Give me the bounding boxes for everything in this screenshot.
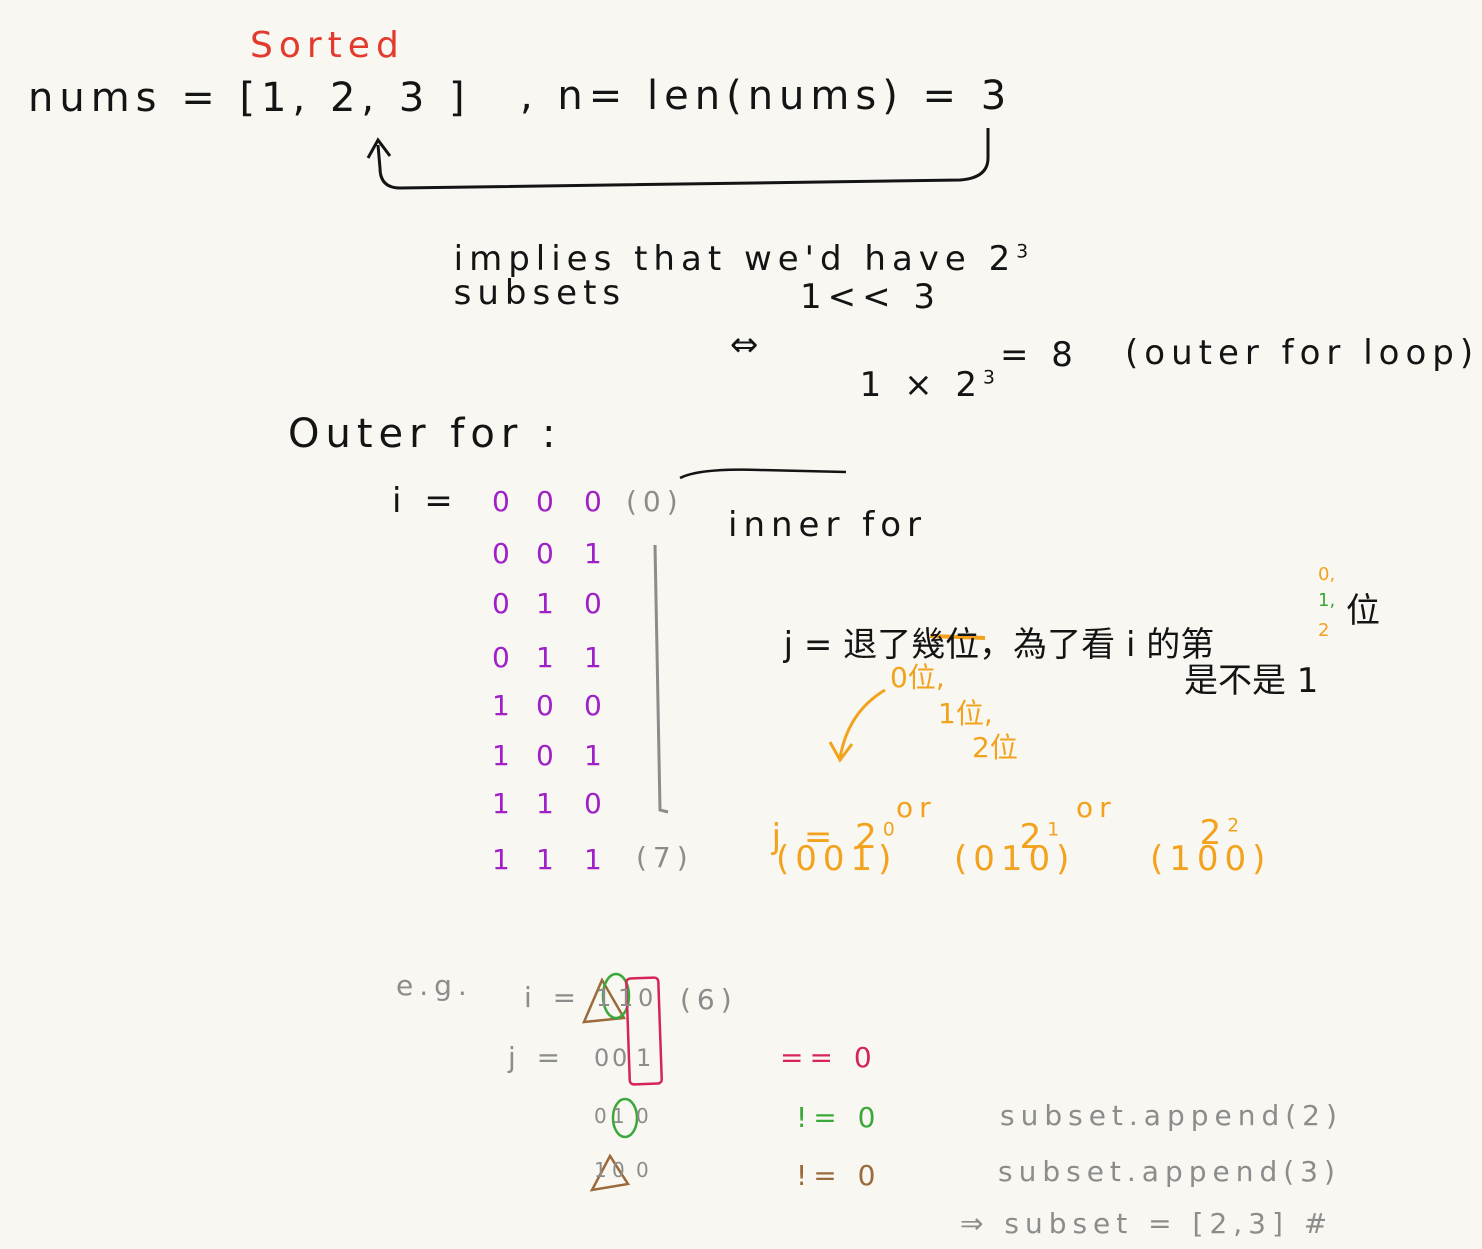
example-j-bit: 0 [636, 1158, 649, 1182]
exp-0: 0 [882, 819, 901, 841]
example-i-bit: 1 [618, 984, 634, 1012]
example-i-bit: 1 [596, 984, 612, 1012]
i-label: i = [392, 481, 459, 521]
product-text: 1 × 2 [859, 365, 983, 405]
inner-overline [679, 468, 847, 480]
outer-title: Outer for : [288, 411, 562, 457]
outer-bit: 0 [536, 689, 554, 722]
outer-bit: 1 [536, 787, 554, 820]
j-description-2: 是不是 1 [1184, 661, 1319, 701]
first-decimal-note: (0) [626, 485, 684, 518]
position-2: 2位 [972, 731, 1018, 764]
outer-bit: 1 [492, 739, 510, 772]
outer-bit: 0 [492, 641, 510, 674]
outer-bit: 1 [492, 689, 510, 722]
exp-1: 1 [1047, 819, 1066, 841]
orange-arrow-head [828, 741, 854, 763]
two-1: 2 [1019, 817, 1048, 857]
last-decimal-note: (7) [636, 841, 694, 874]
example-j-bit: 1 [594, 1158, 607, 1182]
outer-bit: 0 [492, 587, 510, 620]
index-bot: 2 [1318, 620, 1330, 641]
result-0: == 0 [780, 1041, 878, 1074]
orange-arrow [838, 688, 886, 759]
n-line: , n= len(nums) = 3 [520, 73, 1013, 119]
example-j-bit: 1 [612, 1104, 625, 1128]
outer-bit: 1 [584, 537, 602, 570]
product-result: = 8 [1000, 335, 1079, 375]
inner-title: inner for [728, 505, 927, 545]
outer-bit: 1 [584, 843, 602, 876]
position-0: 0位, [890, 661, 945, 694]
j-description: j = 退了幾位，為了看 i 的第 [762, 594, 1215, 665]
inner-bracket [653, 544, 669, 814]
position-1: 1位, [938, 697, 993, 730]
equivalence-arrow: ⇔ [730, 325, 759, 365]
product-expression: 1 × 23 [826, 334, 1001, 402]
outer-bit: 0 [584, 787, 602, 820]
nums-line: nums = [1, 2, 3 ] [28, 75, 471, 121]
sorted-label: Sorted [250, 25, 405, 66]
outer-bit: 0 [492, 485, 510, 518]
power-1: 21 [986, 786, 1065, 854]
implies-text: implies that we'd have 2 [453, 239, 1017, 279]
outer-bit: 0 [536, 739, 554, 772]
append-2: subset.append(2) [1000, 1099, 1343, 1132]
index-top: 0, [1318, 564, 1336, 585]
example-j-bit: 0 [612, 1044, 628, 1072]
j-description-text: j = 退了幾位，為了看 i 的第 [783, 625, 1215, 665]
power-2: 22 [1166, 782, 1245, 850]
j-description-end: 位 [1346, 591, 1380, 631]
shift-expression: 1<< 3 [800, 277, 942, 317]
result-2: != 0 [796, 1159, 882, 1192]
binary-001: (001) [776, 839, 898, 879]
final-subset: ⇒ subset = [2,3] # [960, 1207, 1334, 1240]
example-i-label: i = [524, 981, 583, 1014]
example-j-bit: 0 [594, 1104, 607, 1128]
or-2: or [1076, 791, 1117, 824]
product-exponent: 3 [983, 367, 1001, 389]
arrow-head [366, 137, 392, 159]
append-3: subset.append(3) [998, 1155, 1341, 1188]
result-1: != 0 [796, 1101, 882, 1134]
outer-bit: 0 [492, 537, 510, 570]
outer-bit: 0 [584, 485, 602, 518]
outer-bit: 1 [492, 787, 510, 820]
index-mid: 1, [1318, 590, 1336, 611]
outer-bit: 1 [492, 843, 510, 876]
or-1: or [896, 791, 937, 824]
example-i-bit: 0 [638, 984, 654, 1012]
outer-bit: 0 [536, 485, 554, 518]
j-equals: j = 2 [771, 817, 883, 857]
example-j-bit: 0 [594, 1044, 610, 1072]
exp-2: 2 [1227, 815, 1246, 837]
example-j-bit: 0 [636, 1104, 649, 1128]
outer-bit: 0 [584, 689, 602, 722]
binary-010: (010) [954, 839, 1076, 879]
outer-bit: 1 [536, 641, 554, 674]
outer-bit: 1 [584, 641, 602, 674]
outer-bit: 0 [536, 537, 554, 570]
j-power-expression: j = 20 [738, 786, 901, 854]
example-j-bit: 0 [612, 1158, 625, 1182]
implies-exponent: 3 [1016, 241, 1035, 263]
outer-bit: 1 [536, 587, 554, 620]
subsets-word: subsets [453, 273, 627, 313]
bracket-arrow [376, 128, 990, 190]
example-j-label: j = [508, 1041, 567, 1074]
two-2: 2 [1199, 813, 1228, 853]
binary-100: (100) [1150, 839, 1272, 879]
example-j-bit: 1 [636, 1044, 652, 1072]
outer-bit: 1 [536, 843, 554, 876]
outer-bit: 1 [584, 739, 602, 772]
example-i-decimal: (6) [680, 983, 738, 1016]
eg-label: e.g. [396, 969, 473, 1002]
outer-bit: 0 [584, 587, 602, 620]
implies-line: implies that we'd have 23 subsets [420, 208, 1034, 310]
outer-loop-note: (outer for loop) [1125, 333, 1480, 373]
